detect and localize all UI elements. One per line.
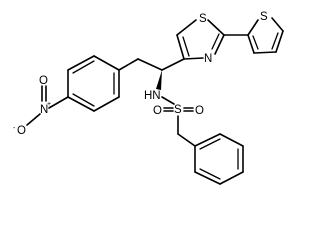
nitro-o-top-label: O [39, 75, 48, 87]
nitro-o-bottom-label: O [17, 125, 26, 137]
thiazole-s-label: S [199, 13, 207, 25]
nitrophenyl-ring [67, 55, 120, 112]
chiral-thiazole-bond [161, 58, 185, 71]
nitro-bond [48, 96, 69, 109]
sulfonyl-o-left-label: O [153, 105, 162, 117]
thiazole-n-label: N [204, 53, 212, 65]
amide-nh-label: HN [144, 90, 161, 102]
sulfonyl-s-label: S [174, 104, 182, 116]
nitro-o-charge: - [13, 125, 16, 132]
thiophene-ring: S [247, 11, 284, 54]
ch2-bond-ring [118, 58, 139, 71]
thiophene-s-label: S [260, 11, 268, 23]
ch2-bond-chiral [137, 58, 163, 71]
sulfonyl-group: S O O [153, 96, 204, 147]
nitro-n-charge: + [47, 101, 51, 108]
nitro-n-label: N [40, 104, 48, 116]
structure-diagram: N + O O - HN S N S [13, 11, 284, 185]
benzyl-ring [194, 133, 244, 185]
sulfonyl-o-right-label: O [195, 105, 204, 117]
nitro-group: N + O O - [13, 75, 51, 137]
molecule-drawing: N + O O - HN S N S [13, 11, 284, 185]
thiazole-ring: S N [176, 13, 225, 65]
stereo-wedge [156, 70, 162, 90]
